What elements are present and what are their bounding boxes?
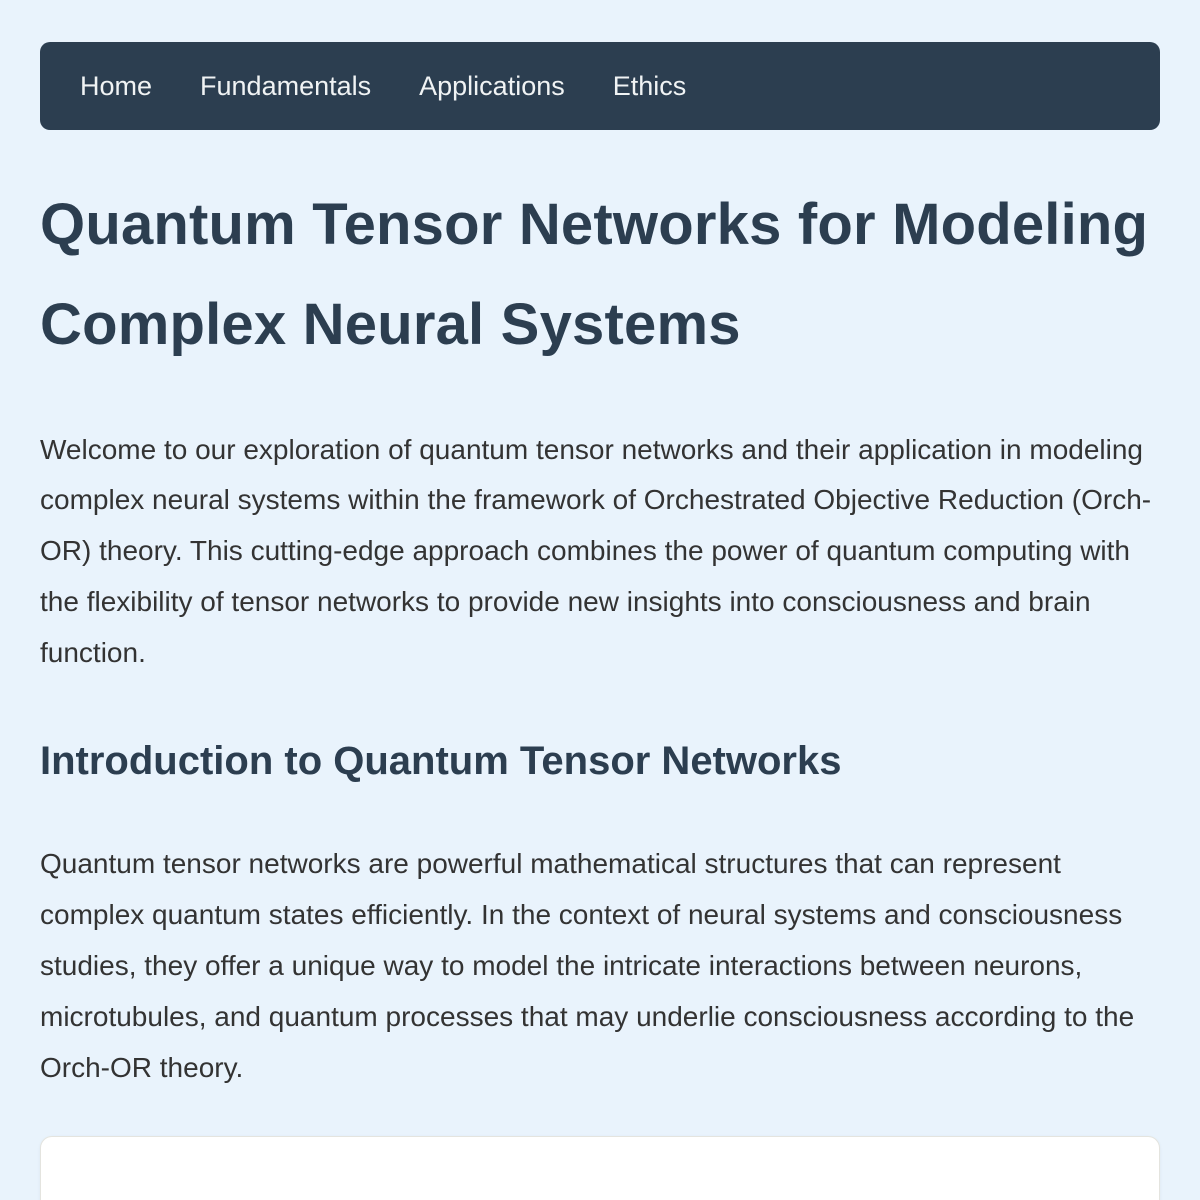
top-navbar: Home Fundamentals Applications Ethics bbox=[40, 42, 1160, 130]
section-paragraph: Quantum tensor networks are powerful mat… bbox=[40, 848, 1135, 1084]
nav-item-ethics[interactable]: Ethics bbox=[612, 70, 687, 101]
page-container: Home Fundamentals Applications Ethics Qu… bbox=[0, 42, 1200, 1200]
nav-item-home[interactable]: Home bbox=[80, 70, 153, 101]
section-heading-introduction: Introduction to Quantum Tensor Networks bbox=[40, 739, 842, 784]
intro-paragraph: Welcome to our exploration of quantum te… bbox=[40, 433, 1152, 669]
content-card bbox=[40, 1136, 1160, 1200]
nav-item-fundamentals[interactable]: Fundamentals bbox=[200, 70, 372, 101]
page-title: Quantum Tensor Networks for Modeling Com… bbox=[40, 192, 1149, 357]
nav-item-applications[interactable]: Applications bbox=[419, 70, 565, 101]
